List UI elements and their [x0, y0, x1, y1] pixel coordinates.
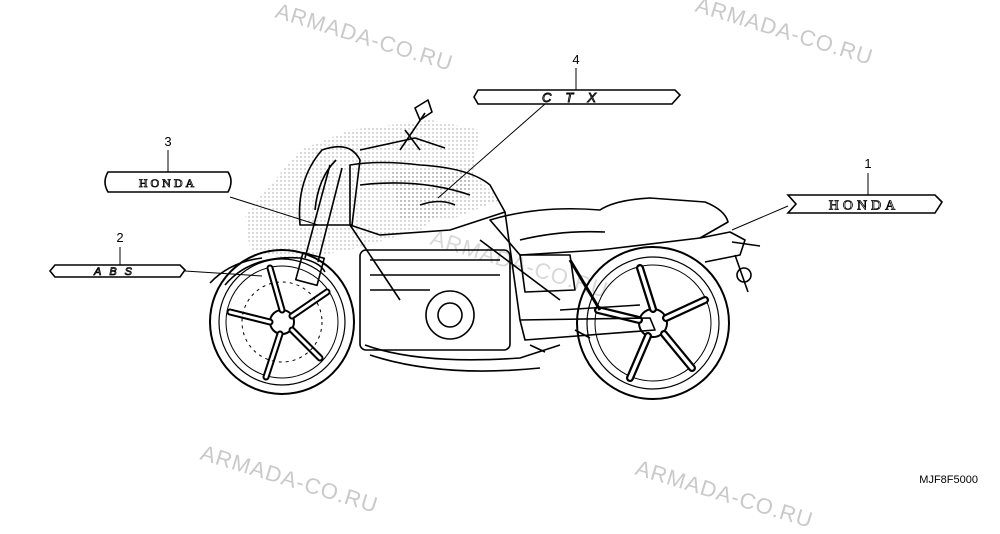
- leader-lines: [119, 68, 869, 277]
- emblem-2-text: ABS: [93, 266, 140, 278]
- parts-diagram: ARMADA-CO.RU ARMADA-CO.RU ARMADA-CO.RU A…: [48, 0, 978, 533]
- callout-number-2: 2: [116, 230, 123, 245]
- emblem-4-text: CTX: [542, 90, 610, 105]
- tank-shading: [390, 170, 500, 220]
- diagram-code: MJF8F5000: [919, 474, 978, 486]
- emblem-honda-right: HONDA: [786, 194, 944, 214]
- motorcycle-drawing: HONDA ABS HONDA CTX 1: [48, 52, 944, 400]
- emblem-1-text: HONDA: [829, 199, 900, 214]
- emblem-honda-left: HONDA: [104, 171, 232, 193]
- emblem-abs: ABS: [48, 264, 187, 278]
- emblem-3-text: HONDA: [139, 176, 197, 190]
- rear-wheel: [576, 246, 730, 400]
- callout-number-4: 4: [572, 52, 579, 67]
- callout-number-3: 3: [164, 134, 171, 149]
- callout-number-1: 1: [864, 156, 871, 171]
- emblem-ctx: CTX: [473, 89, 682, 105]
- front-wheel: [209, 249, 355, 395]
- motorcycle-body: [209, 99, 761, 372]
